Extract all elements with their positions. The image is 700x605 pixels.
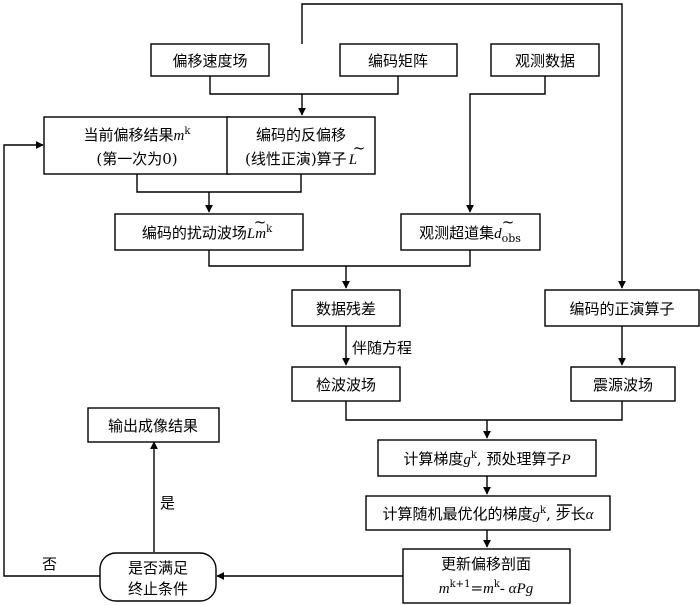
node-encoded-forward-label: 编码的正演算子 [569, 300, 674, 318]
node-observed-data-label: 观测数据 [515, 52, 575, 70]
edge-wavefields-merge [345, 401, 623, 421]
node-compute-gradient: 计算梯度gk, 预处理算子P [377, 439, 597, 477]
node-source-wavefield-label: 震源波场 [593, 376, 653, 394]
node-update-line1: 更新偏移剖面 [441, 555, 531, 573]
connectors [3, 3, 626, 580]
edge-encoding-to-forward-operator [301, 3, 626, 289]
node-data-residual: 数据残差 [291, 289, 401, 327]
edge-result-adjoint-merge [136, 174, 302, 193]
label-no: 否 [42, 555, 57, 573]
node-offset-velocity: 偏移速度场 [150, 43, 270, 77]
node-stochastic-gradient-label: 计算随机最优化的梯度gk, 步长α [383, 505, 595, 523]
node-output-result: 输出成像结果 [87, 407, 220, 443]
node-observed-supergather-label: 观测超道集dobs [419, 224, 521, 245]
tilde-mark: ~ [502, 213, 515, 231]
tilde-mark: ~ [254, 213, 267, 231]
node-compute-gradient-label: 计算梯度gk, 预处理算子P [403, 450, 570, 468]
node-output-result-label: 输出成像结果 [108, 417, 198, 435]
node-source-wavefield: 震源波场 [570, 366, 676, 402]
node-stochastic-gradient: 计算随机最优化的梯度gk, 步长α [365, 495, 611, 531]
node-encoded-adjoint-line1: 编码的反偏移 [256, 126, 346, 144]
edge-to-residual-merge [208, 250, 471, 267]
node-data-residual-label: 数据残差 [316, 300, 376, 318]
node-encoded-perturbed-wavefield: 编码的扰动波场Lmk ~ [114, 213, 304, 251]
node-receiver-wavefield: 检波波场 [291, 366, 401, 402]
edge-termination-to-current-result [3, 141, 100, 577]
node-offset-velocity-label: 偏移速度场 [172, 52, 247, 70]
node-observed-supergather: 观测超道集dobs ~ [400, 213, 541, 251]
node-current-result-line1: 当前偏移结果mk [84, 126, 192, 144]
tilde-mark: ~ [353, 139, 366, 157]
node-current-result-line2: (第一次为0) [96, 150, 177, 168]
edge-observed-to-supergather [466, 76, 546, 213]
edge-velocity-merge [209, 76, 399, 95]
node-encoded-forward-operator: 编码的正演算子 [544, 289, 700, 327]
label-adjoint-equation: 伴随方程 [352, 339, 412, 357]
node-receiver-wavefield-label: 检波波场 [316, 376, 376, 394]
node-encoding-matrix-label: 编码矩阵 [368, 52, 428, 70]
label-yes: 是 [160, 494, 175, 512]
node-update-formula: mk+1=mk- αPg [439, 579, 534, 597]
node-termination-check: 是否满足 终止条件 [99, 552, 217, 602]
node-termination-line2: 终止条件 [128, 580, 188, 598]
node-current-result: 当前偏移结果mk (第一次为0) [43, 116, 231, 175]
node-observed-data: 观测数据 [490, 43, 600, 77]
node-encoded-perturbed-label: 编码的扰动波场Lmk [142, 224, 273, 242]
node-termination-line1: 是否满足 [128, 559, 188, 577]
node-encoding-matrix: 编码矩阵 [339, 43, 458, 77]
node-update-profile: 更新偏移剖面 mk+1=mk- αPg [402, 548, 571, 604]
